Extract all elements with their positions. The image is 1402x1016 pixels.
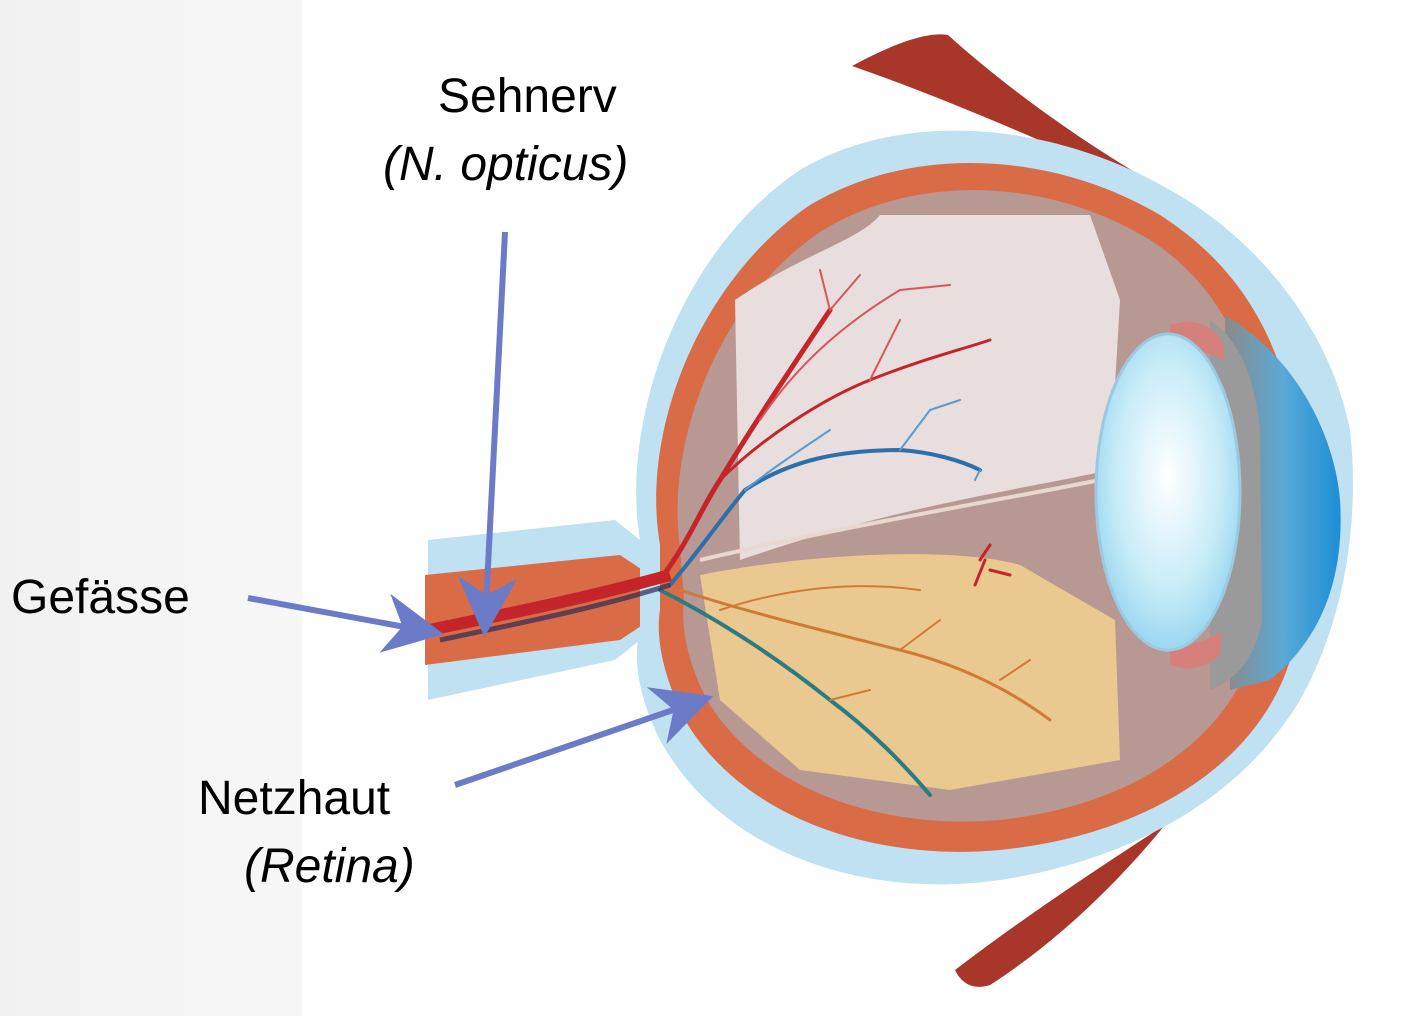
- optic-nerve-latin-label: (N. opticus): [383, 141, 628, 189]
- optic-nerve-label: Sehnerv: [438, 73, 617, 121]
- retina-label: Netzhaut: [198, 775, 390, 823]
- vessels-label: Gefässe: [11, 574, 190, 622]
- vessels-arrow: [248, 598, 432, 632]
- lens: [1096, 334, 1240, 650]
- retina-latin-label: (Retina): [244, 843, 415, 891]
